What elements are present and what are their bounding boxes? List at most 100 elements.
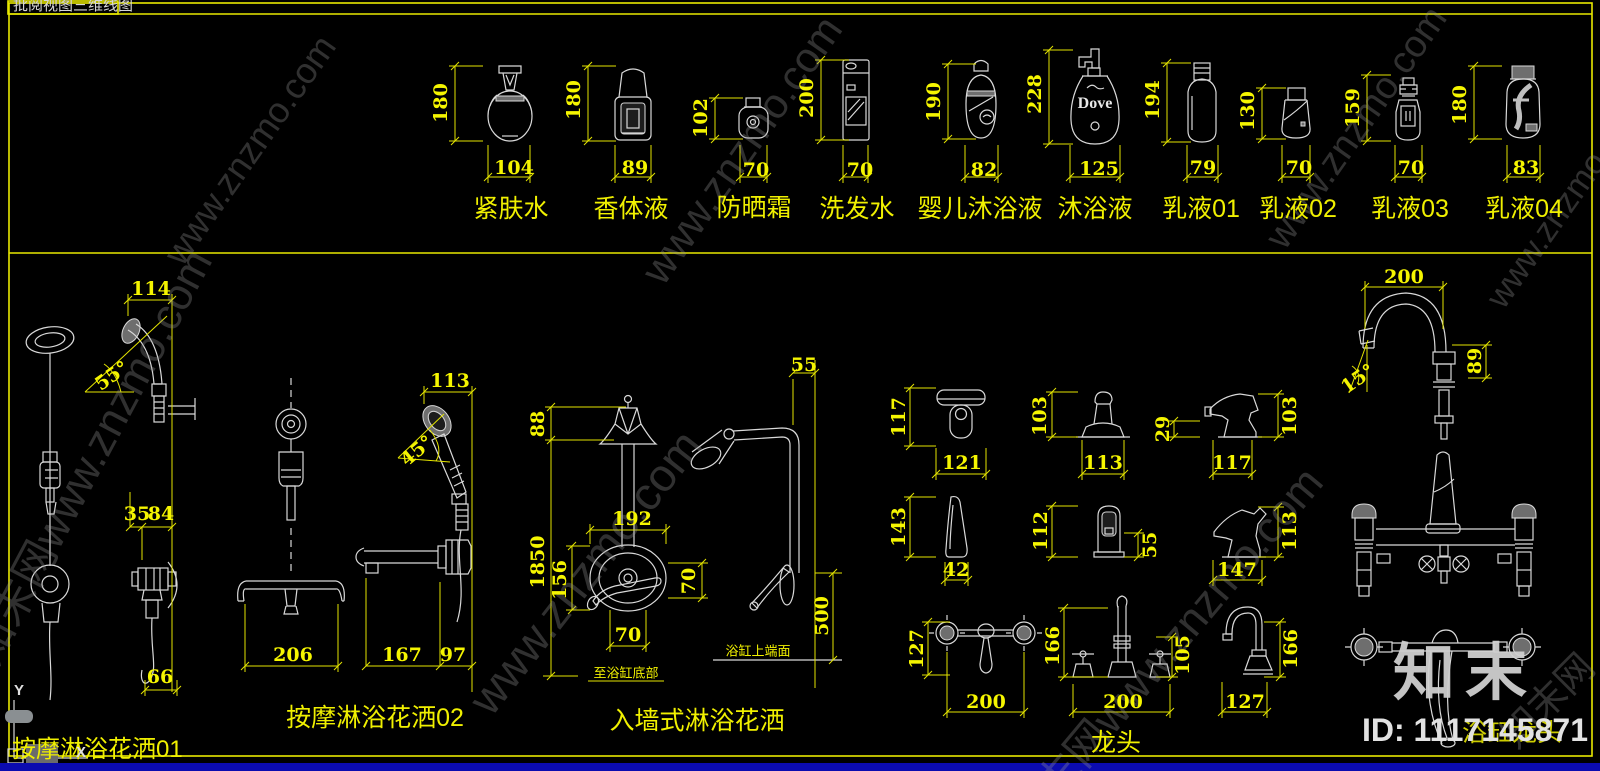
bottle-label: 香体液 <box>593 195 669 223</box>
angle-45-callout <box>397 413 451 463</box>
dim-text: 84 <box>147 503 175 525</box>
dim-text: 194 <box>1142 80 1164 120</box>
dim-text: 200 <box>1103 691 1143 713</box>
bottle-shampoo <box>842 59 870 141</box>
dim-text: 200 <box>1384 266 1424 288</box>
dim-text: 156 <box>549 560 571 600</box>
note-text: 至浴缸底部 <box>593 665 659 681</box>
dim-text: 113 <box>1279 511 1301 551</box>
dim-text: 88 <box>527 410 549 438</box>
dim-text: 117 <box>888 397 910 437</box>
dimension-lines <box>123 45 1545 718</box>
dim-text: 70 <box>1397 157 1425 179</box>
massage-shower01-front <box>25 326 75 701</box>
faucet-lever-side <box>945 495 968 558</box>
bottle-label: 乳液03 <box>1371 195 1449 223</box>
brand-logo: 知末 <box>1392 639 1538 708</box>
dim-text: 206 <box>273 644 313 666</box>
angle-15-arc <box>1351 365 1360 384</box>
dim-text: 105 <box>1172 635 1194 675</box>
faucet-side-view-a <box>1204 393 1262 438</box>
dim-text: 159 <box>1342 88 1364 128</box>
dim-text: 70 <box>678 567 700 595</box>
wall-faucet-top-view <box>929 615 1042 674</box>
dim-text: 79 <box>1189 157 1217 179</box>
massage-shower02-tub-spout <box>355 539 472 575</box>
dim-text: 55 <box>1139 531 1161 559</box>
dim-text: 29 <box>1152 415 1174 443</box>
bottle-baby-bath <box>965 59 997 139</box>
dim-text: 42 <box>942 559 970 581</box>
dim-text: 200 <box>796 78 818 118</box>
dim-text: 180 <box>563 80 585 120</box>
bottle-label: 紧肤水 <box>473 195 549 223</box>
dim-text: 190 <box>923 82 945 122</box>
bottle-lotion02 <box>1281 87 1311 139</box>
dim-text: 89 <box>621 157 649 179</box>
bottle-lotion01 <box>1187 62 1217 143</box>
angle-55-callout <box>84 315 168 393</box>
dim-text: 35 <box>123 503 151 525</box>
dim-text: 97 <box>439 644 467 666</box>
bottle-deodorant <box>614 68 652 141</box>
fixture-label: 龙头 <box>1090 729 1142 757</box>
gooseneck-faucet-large <box>1358 292 1461 534</box>
bottle-label: 洗发水 <box>819 195 895 223</box>
status-bar[interactable] <box>0 763 1600 771</box>
dim-text: 55 <box>790 354 818 376</box>
dim-text: 113 <box>1083 452 1123 474</box>
dim-text: 112 <box>1030 511 1052 551</box>
dim-text: 113 <box>430 370 470 392</box>
faucet-top-view <box>936 389 986 439</box>
dim-text: 127 <box>1225 691 1265 713</box>
dim-text: 200 <box>966 691 1006 713</box>
ucs-x-label: X <box>76 744 87 761</box>
fixture-label: 按摩淋浴花洒01 <box>12 736 183 763</box>
dim-text: 1850 <box>527 535 549 589</box>
dim-text: 180 <box>430 83 452 123</box>
bridge-faucet <box>1351 503 1537 597</box>
dim-text: 500 <box>811 596 833 636</box>
dim-text: 70 <box>846 159 874 181</box>
tub-wall-faucet <box>1345 628 1541 748</box>
viewport-label: 批阅视图三维线图 <box>13 0 134 14</box>
bottle-label: 婴儿沐浴液 <box>917 195 1043 223</box>
bottle-toner <box>487 65 533 142</box>
tub-faucet-label: 浴缸龙头 <box>1461 719 1563 747</box>
bottle-lotion03 <box>1395 77 1421 141</box>
wall-shower-front <box>586 394 667 612</box>
dim-text: 70 <box>742 159 770 181</box>
dim-text: 70 <box>614 624 642 646</box>
dim-text: 66 <box>146 666 174 688</box>
dim-text: 70 <box>1285 157 1313 179</box>
drawing-frame <box>7 0 1593 757</box>
dim-text: 121 <box>942 452 982 474</box>
note-text: 浴缸上端面 <box>725 643 791 659</box>
bottle-label: 防晒霜 <box>716 194 792 222</box>
dim-text: 103 <box>1029 396 1051 436</box>
dim-text: 103 <box>1279 396 1301 436</box>
ucs-icon <box>5 700 88 766</box>
dim-text: 147 <box>1217 559 1257 581</box>
image-id: ID: 1117145871 <box>1362 712 1588 748</box>
dim-text: 180 <box>1449 85 1471 125</box>
three-hole-faucet <box>1072 595 1171 678</box>
dim-text: 82 <box>970 159 998 181</box>
bottle-label: 沐浴液 <box>1057 195 1133 223</box>
dim-text: 83 <box>1512 157 1540 179</box>
bottle-label: 乳液02 <box>1259 195 1337 223</box>
dim-text: 104 <box>494 157 534 179</box>
dim-text: 89 <box>1464 347 1486 375</box>
dim-text: 127 <box>906 629 928 669</box>
fixture-label: 按摩淋浴花洒02 <box>286 704 464 732</box>
gooseneck-small-faucet <box>1222 606 1273 675</box>
dim-text: 192 <box>612 508 652 530</box>
bottle-sunscreen <box>738 97 769 139</box>
wall-shower-side <box>690 427 842 661</box>
fixture-label: 入墙式淋浴花洒 <box>609 707 785 735</box>
bottle-label: 乳液04 <box>1485 195 1563 223</box>
dim-text: 228 <box>1024 74 1046 114</box>
dim-text: 167 <box>382 644 422 666</box>
